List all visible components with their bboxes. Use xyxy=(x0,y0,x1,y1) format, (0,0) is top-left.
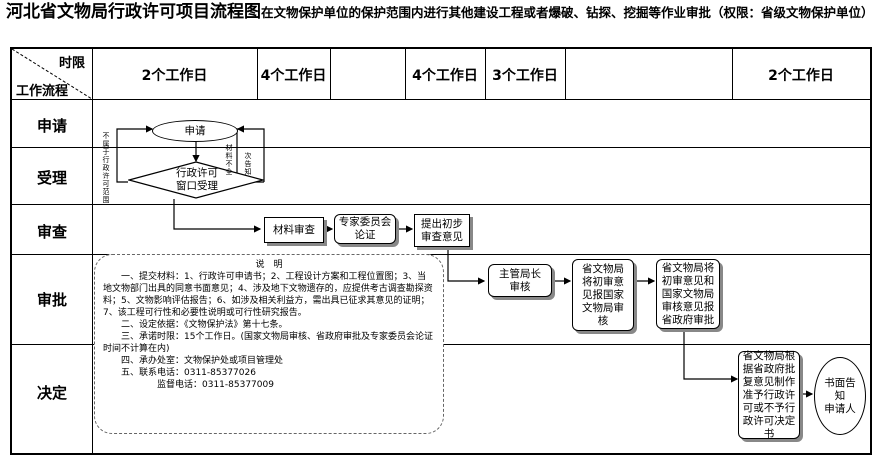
row-apply: 申请 xyxy=(36,117,67,135)
node-notify: 书面告 知 申请人 xyxy=(814,357,866,435)
grid-line xyxy=(485,49,486,99)
page-title: 河北省文物局行政许可项目流程图在文物保护单位的保护范围内进行其他建设工程或者爆破… xyxy=(6,2,876,22)
note-line-5: 五、联系电话：0311-85377026 xyxy=(121,368,256,378)
grid-line xyxy=(732,49,733,99)
note-panel: 说 明 一、提交材料：1、行政许可申请书；2、工程设计方案和工程位置图；3、当地… xyxy=(94,254,444,434)
flowchart-frame: 时限 工作流程 2个工作日 4个工作日 4个工作日 3个工作日 2个工作日 申请… xyxy=(10,47,872,455)
note-line-2: 二、设定依据：《文物保护法》第十七条。 xyxy=(121,320,288,330)
header-3days: 3个工作日 xyxy=(492,68,558,84)
note-materials-incomplete: 材料不全 xyxy=(225,144,233,176)
note-line-3: 三、承诺时限：15个工作日。(国家文物局审核、省政府审批及专家委员会论证时间不计… xyxy=(103,332,433,354)
title-main: 河北省文物局行政许可项目流程图 xyxy=(6,2,261,22)
node-report-gov: 省文物局将 初审意见和 国家文物局 审核意见报 省政府审批 xyxy=(656,259,720,329)
node-material-review: 材料审查 xyxy=(264,217,324,243)
row-review: 审查 xyxy=(36,223,67,241)
connector-lines xyxy=(12,49,814,398)
header-4days-b: 4个工作日 xyxy=(412,68,478,84)
node-initial-opinion: 提出初步 审查意见 xyxy=(414,214,470,247)
row-accept: 受理 xyxy=(36,169,67,187)
header-flow-label: 工作流程 xyxy=(15,84,68,99)
grid-line xyxy=(257,49,258,99)
title-sub: 在文物保护单位的保护范围内进行其他建设工程或者爆破、钻探、挖掘等作业审批（权限：… xyxy=(261,5,874,20)
grid-line xyxy=(405,49,406,99)
header-time-label: 时限 xyxy=(58,56,85,71)
note-line-4: 四、承办处室：文物保护处或项目管理处 xyxy=(121,356,284,366)
grid-line xyxy=(12,99,870,100)
note-title: 说 明 xyxy=(255,260,283,270)
node-director: 主管局长 审核 xyxy=(488,264,552,297)
header-4days-a: 4个工作日 xyxy=(260,68,327,84)
node-decision: 省文物局根 据省政府批 复意见制作 准予行政许 可或不予行 政许可决定 书 xyxy=(738,350,800,440)
grid-line xyxy=(330,49,331,99)
node-bureau-review: 省文物局 将初审意 见报国家 文物局审 核 xyxy=(572,259,634,331)
row-approve: 审批 xyxy=(36,291,67,309)
note-line-1: 一、提交材料：1、行政许可申请书；2、工程设计方案和工程位置图；3、当地文物部门… xyxy=(103,272,433,318)
note-line-6: 监督电话：0311-85377009 xyxy=(157,380,274,390)
grid-line xyxy=(92,49,93,453)
grid-line xyxy=(12,204,870,205)
note-notice-once: 一次告知 xyxy=(244,144,252,176)
node-window-diamond xyxy=(128,161,264,199)
grid-line xyxy=(565,49,566,99)
node-expert: 专家委员会 论证 xyxy=(334,214,396,244)
node-apply: 申请 xyxy=(152,120,238,142)
row-decide: 决定 xyxy=(36,384,67,402)
grid-line xyxy=(12,254,870,255)
node-window: 行政许可 窗口受理 xyxy=(176,167,218,192)
header-2days-b: 2个工作日 xyxy=(768,68,834,84)
grid-line xyxy=(12,147,870,148)
note-not-scope: 不属于行政许可范围 xyxy=(102,132,110,204)
header-2days-a: 2个工作日 xyxy=(141,68,208,84)
